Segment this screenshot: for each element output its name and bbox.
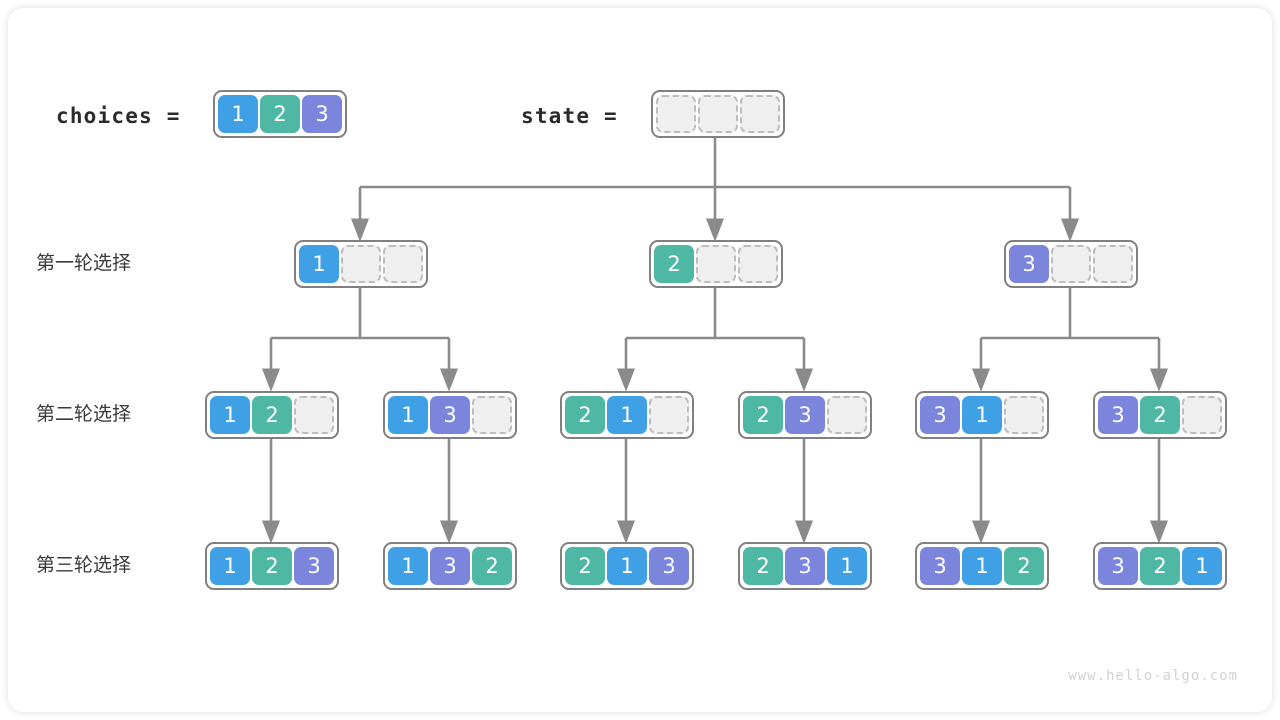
array-cell-filled: 2 [654,245,694,283]
array-cell-filled: 2 [1140,396,1180,434]
array-cell-filled: 3 [1009,245,1049,283]
array-cell-filled: 2 [565,547,605,585]
array-cell-filled: 2 [565,396,605,434]
array-cell-filled: 2 [252,547,292,585]
row-label-round-2: 第二轮选择 [36,403,132,425]
array-cell-filled: 1 [210,547,250,585]
array-cell-empty [649,396,689,434]
array-cell-filled: 3 [920,547,960,585]
array-cell-empty [827,396,867,434]
array-cell-filled: 3 [302,95,342,133]
array-cell-filled: 3 [785,396,825,434]
array-cell-filled: 2 [743,396,783,434]
array-cell-empty [1182,396,1222,434]
state-label: state = [521,104,618,128]
array-cell-filled: 1 [210,396,250,434]
array-cell-filled: 2 [1140,547,1180,585]
array-cell-empty [383,245,423,283]
tree-node-level1-2: 3 [1004,240,1138,288]
array-cell-filled: 1 [962,547,1002,585]
array-cell-filled: 2 [252,396,292,434]
array-cell-filled: 2 [472,547,512,585]
array-cell-empty [1093,245,1133,283]
choices-label: choices = [56,104,181,128]
array-cell-filled: 3 [1098,547,1138,585]
array-cell-empty [740,95,780,133]
array-cell-filled: 3 [294,547,334,585]
tree-node-level1-0: 1 [294,240,428,288]
array-cell-filled: 1 [1182,547,1222,585]
array-cell-empty [294,396,334,434]
array-cell-filled: 1 [299,245,339,283]
state-array [651,90,785,138]
array-cell-filled: 2 [743,547,783,585]
array-cell-empty [738,245,778,283]
array-cell-filled: 3 [430,396,470,434]
row-label-round-3: 第三轮选择 [36,554,132,576]
array-cell-empty [472,396,512,434]
array-cell-filled: 2 [1004,547,1044,585]
array-cell-filled: 1 [607,396,647,434]
array-cell-filled: 1 [827,547,867,585]
array-cell-filled: 1 [388,396,428,434]
tree-node-level1-1: 2 [649,240,783,288]
array-cell-filled: 1 [607,547,647,585]
array-cell-filled: 3 [649,547,689,585]
array-cell-filled: 3 [785,547,825,585]
array-cell-empty [341,245,381,283]
tree-edges [261,132,1169,544]
array-cell-empty [1004,396,1044,434]
array-cell-filled: 3 [1098,396,1138,434]
array-cell-empty [696,245,736,283]
array-cell-filled: 3 [920,396,960,434]
array-cell-filled: 2 [260,95,300,133]
array-cell-empty [698,95,738,133]
array-cell-filled: 3 [430,547,470,585]
array-cell-filled: 1 [388,547,428,585]
watermark: www.hello-algo.com [1068,668,1238,684]
array-cell-filled: 1 [218,95,258,133]
array-cell-empty [1051,245,1091,283]
array-cell-filled: 1 [962,396,1002,434]
array-cell-empty [656,95,696,133]
row-label-round-1: 第一轮选择 [36,252,132,274]
